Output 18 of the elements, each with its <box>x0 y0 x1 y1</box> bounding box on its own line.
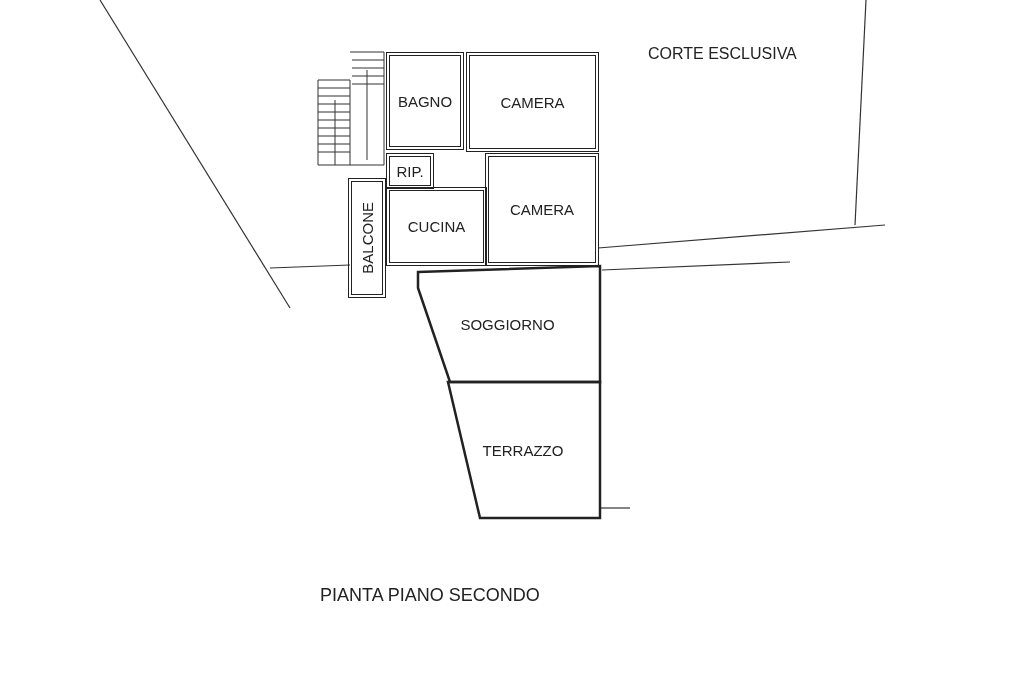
room-outline <box>386 187 487 266</box>
room-label: TERRAZZO <box>482 441 564 459</box>
room-label: BAGNO <box>397 92 453 110</box>
room-outline <box>386 153 434 189</box>
room-label: BALCONE <box>358 202 376 274</box>
balcony-outline <box>348 178 386 298</box>
room-outline <box>415 264 600 384</box>
room-label: CAMERA <box>509 201 575 218</box>
terrace-outline <box>446 380 600 520</box>
room-label: CUCINA <box>407 218 466 235</box>
room-label: CAMERA <box>500 93 565 111</box>
plan-caption: PIANTA PIANO SECONDO <box>320 585 540 606</box>
area-label: CORTE ESCLUSIVA <box>648 45 797 63</box>
room-label: SOGGIORNO <box>460 315 555 333</box>
room-outline <box>466 52 599 152</box>
room-outline <box>386 52 464 150</box>
room-outline <box>485 153 599 266</box>
room-label: RIP. <box>396 162 424 180</box>
